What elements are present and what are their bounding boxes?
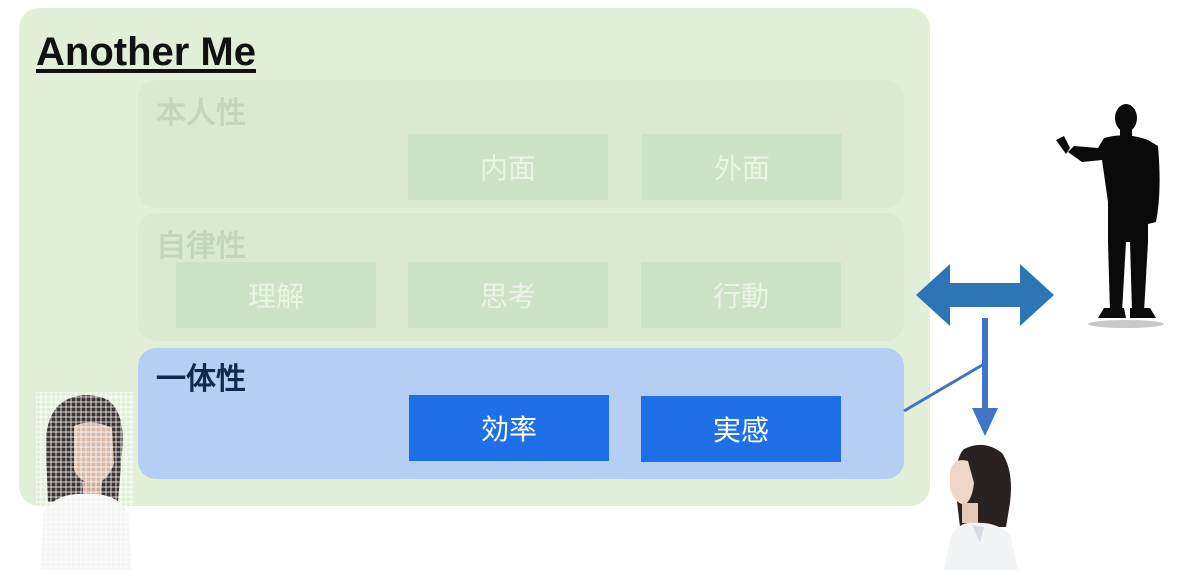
group-identity: 本人性 内面 外面 <box>138 80 904 208</box>
businessman-silhouette-icon <box>1056 104 1164 328</box>
box-understanding: 理解 <box>176 262 376 328</box>
box-action: 行動 <box>641 262 841 328</box>
group-unity: 一体性 効率 実感 <box>138 348 904 479</box>
box-thinking: 思考 <box>408 262 608 328</box>
box-efficiency: 効率 <box>409 395 609 461</box>
group-identity-label: 本人性 <box>156 96 246 131</box>
group-autonomy-label: 自律性 <box>156 229 246 264</box>
box-inner: 内面 <box>408 134 608 200</box>
group-autonomy: 自律性 理解 思考 行動 <box>138 213 904 341</box>
page-title: Another Me <box>36 30 256 74</box>
connector-line <box>903 362 985 413</box>
double-arrow-icon <box>916 264 1054 326</box>
pixelated-woman-avatar-icon <box>36 392 134 570</box>
group-unity-label: 一体性 <box>156 362 246 397</box>
box-outer: 外面 <box>642 134 842 200</box>
woman-photo-icon <box>944 444 1018 570</box>
down-arrow-icon <box>972 318 998 436</box>
box-sensation: 実感 <box>641 396 841 462</box>
